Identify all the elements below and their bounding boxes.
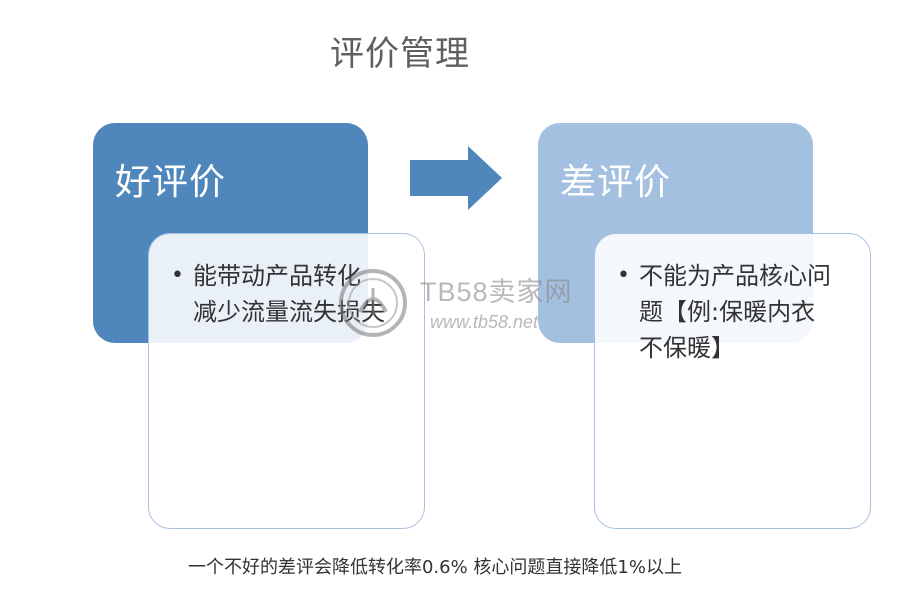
watermark-brand: TB58卖家网 <box>420 277 573 307</box>
bad-review-bullet-text: 不能为产品核心问 题【例:保暖内衣 不保暖】 <box>639 262 831 362</box>
good-review-label: 好评价 <box>115 162 227 203</box>
footnote: 一个不好的差评会降低转化率0.6% 核心问题直接降低1%以上 <box>187 557 682 578</box>
page-title: 评价管理 <box>330 34 470 74</box>
good-review-bullet-text: 能带动产品转化 减少流量流失损失 <box>193 262 385 326</box>
good-review-content-box: • 能带动产品转化 减少流量流失损失 <box>148 233 425 529</box>
bad-review-bullet-item: • 不能为产品核心问 题【例:保暖内衣 不保暖】 <box>617 258 858 366</box>
bad-review-content-box: • 不能为产品核心问 题【例:保暖内衣 不保暖】 <box>594 233 871 529</box>
watermark-logo-icon <box>339 269 407 337</box>
good-review-bullet-item: • 能带动产品转化 减少流量流失损失 <box>171 258 412 330</box>
watermark-url: www.tb58.net <box>430 312 539 332</box>
right-arrow-icon <box>410 146 502 210</box>
bad-review-label: 差评价 <box>560 162 672 203</box>
bullet-icon: • <box>171 263 184 288</box>
bullet-icon: • <box>617 263 630 288</box>
